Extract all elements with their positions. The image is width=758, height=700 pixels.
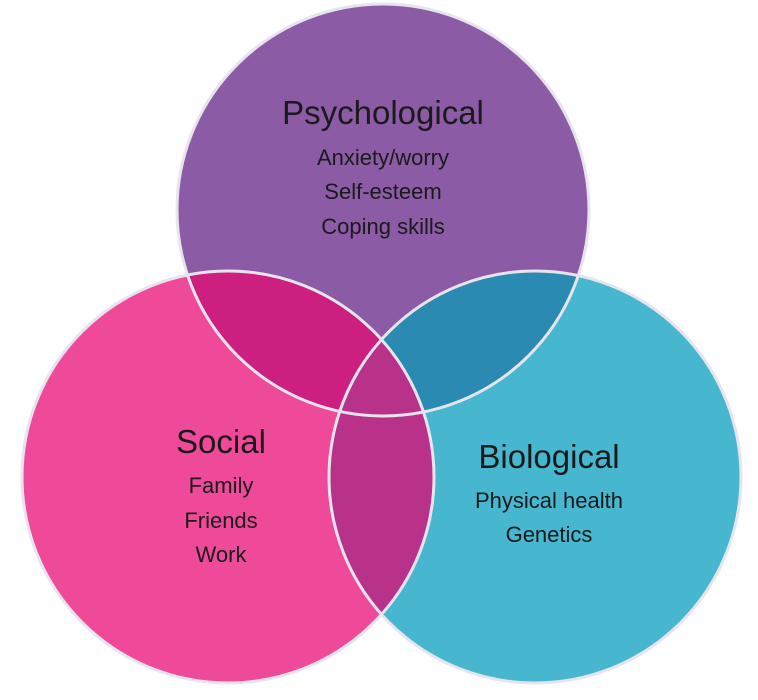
social-item: Work (196, 542, 248, 567)
psych-social-overlap (178, 272, 433, 415)
psychological-title: Psychological (282, 94, 484, 131)
social-outline (20, 269, 436, 685)
psychological-outline (175, 2, 591, 418)
psychological-item: Coping skills (321, 214, 445, 239)
social-title: Social (176, 423, 266, 460)
biological-item: Genetics (506, 522, 593, 547)
psych-bio-overlap (330, 272, 588, 415)
circle-outlines (20, 2, 743, 685)
biological-title: Biological (478, 438, 619, 475)
biological-item: Physical health (475, 488, 623, 513)
biological-outline (327, 269, 743, 685)
social-item: Family (189, 473, 254, 498)
psychological-item: Self-esteem (324, 179, 441, 204)
social-item: Friends (184, 508, 257, 533)
psychological-item: Anxiety/worry (317, 145, 449, 170)
